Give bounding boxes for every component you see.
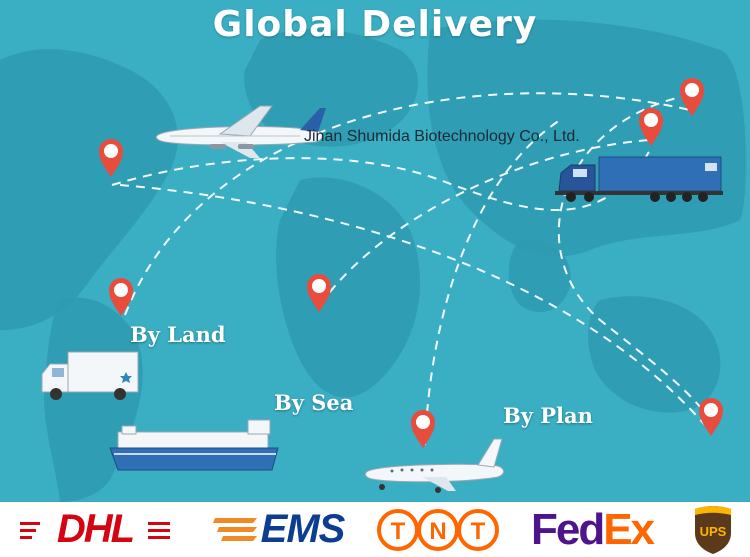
dhl-stripes-icon <box>20 522 170 539</box>
fedex-wordmark-ex: Ex <box>603 504 655 554</box>
location-pin-icon <box>99 139 123 177</box>
tnt-letter-n: N <box>429 518 446 545</box>
route-center-east <box>319 139 651 306</box>
tnt-letter-t2: T <box>470 518 485 545</box>
ups-shield-icon: UPS <box>695 505 731 554</box>
ems-logo: EMS <box>205 502 350 557</box>
location-pin-icon <box>699 398 723 436</box>
cargo-ship-icon <box>109 419 279 471</box>
location-pin-icon <box>639 108 663 146</box>
tnt-letter-t1: T <box>390 518 405 545</box>
dhl-wordmark: DHL <box>56 507 135 551</box>
location-pin-icon <box>109 278 133 316</box>
page-title: Global Delivery <box>212 4 538 45</box>
ups-logo: UPS <box>688 502 738 557</box>
location-pin-icon <box>411 410 435 448</box>
jet-airplane-icon <box>364 438 505 493</box>
ups-wordmark: UPS <box>700 524 727 539</box>
route-plane-north <box>424 119 561 446</box>
location-pin-icon <box>307 274 331 312</box>
location-pin-icon <box>680 78 704 116</box>
dhl-logo: DHL <box>20 502 170 557</box>
semi-truck-icon <box>555 156 723 202</box>
delivery-truck-icon <box>41 351 139 400</box>
route-east-south <box>557 94 711 421</box>
ems-wordmark: EMS <box>260 507 346 551</box>
ems-wings-icon <box>212 517 257 541</box>
carrier-logos-bar: DHL EMS T N <box>0 502 750 557</box>
tnt-circles-icon: T N T <box>376 508 499 551</box>
route-land-east <box>124 92 691 316</box>
cargo-airplane-icon <box>155 105 326 158</box>
by-land-label: By Land <box>130 322 226 347</box>
world-map: Global Delivery Jinan Shumida Biotechnol… <box>0 0 750 502</box>
company-name: Jinan Shumida Biotechnology Co., Ltd. <box>304 128 580 145</box>
tnt-logo: T N T <box>375 502 500 557</box>
route-diagonal <box>119 184 706 426</box>
world-map-background <box>0 19 746 502</box>
by-sea-label: By Sea <box>274 390 354 415</box>
fedex-wordmark-fed: Fed <box>530 504 605 554</box>
by-plane-label: By Plan <box>503 403 593 428</box>
